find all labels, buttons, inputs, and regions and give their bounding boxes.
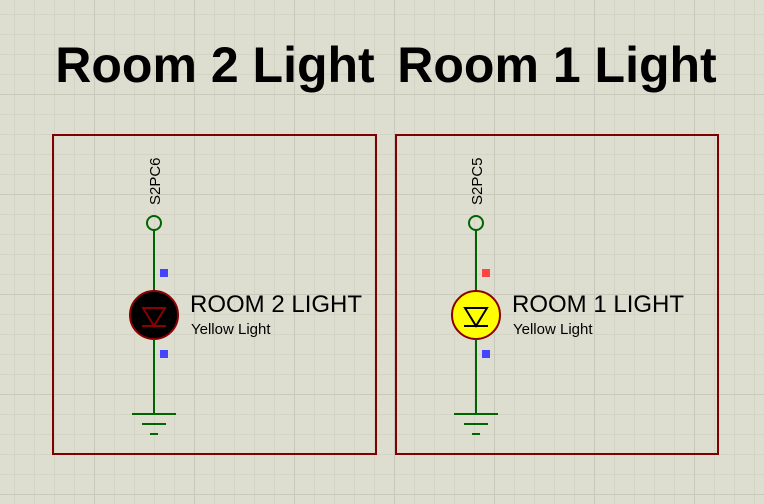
room-2-lamp-label: ROOM 2 LIGHT bbox=[190, 291, 362, 318]
room-1-lamp[interactable] bbox=[451, 290, 501, 340]
room-1-heading: Room 1 Light bbox=[397, 37, 717, 93]
room-1-lamp-bulb bbox=[451, 290, 501, 340]
room-1-pin-bottom-indicator bbox=[482, 350, 490, 358]
room-2-pin-bottom-indicator bbox=[160, 350, 168, 358]
room-1-lamp-label: ROOM 1 LIGHT bbox=[512, 291, 684, 318]
room-1-lamp-type: Yellow Light bbox=[513, 321, 593, 338]
room-2-lamp-bulb bbox=[129, 290, 179, 340]
room-1-frame bbox=[395, 134, 719, 455]
panel-room-1: Room 1 Light S2PC5 ROOM 1 LIGHT Yellow L… bbox=[395, 37, 719, 455]
room-2-net-label: S2PC6 bbox=[147, 157, 164, 205]
room-2-diode-symbol bbox=[141, 307, 167, 328]
room-1-diode-symbol bbox=[463, 307, 489, 328]
room-1-pin-top-indicator bbox=[482, 269, 490, 277]
panel-room-2: Room 2 Light S2PC6 ROOM 2 LIGHT Yellow L… bbox=[52, 37, 377, 455]
room-2-heading: Room 2 Light bbox=[55, 37, 375, 93]
room-2-frame bbox=[52, 134, 377, 455]
room-1-terminal[interactable] bbox=[468, 215, 484, 231]
room-2-terminal[interactable] bbox=[146, 215, 162, 231]
room-2-pin-top-indicator bbox=[160, 269, 168, 277]
room-1-ground-icon bbox=[454, 413, 498, 435]
room-2-lamp[interactable] bbox=[129, 290, 179, 340]
room-1-net-label: S2PC5 bbox=[469, 157, 486, 205]
room-2-ground-icon bbox=[132, 413, 176, 435]
room-2-lamp-type: Yellow Light bbox=[191, 321, 271, 338]
